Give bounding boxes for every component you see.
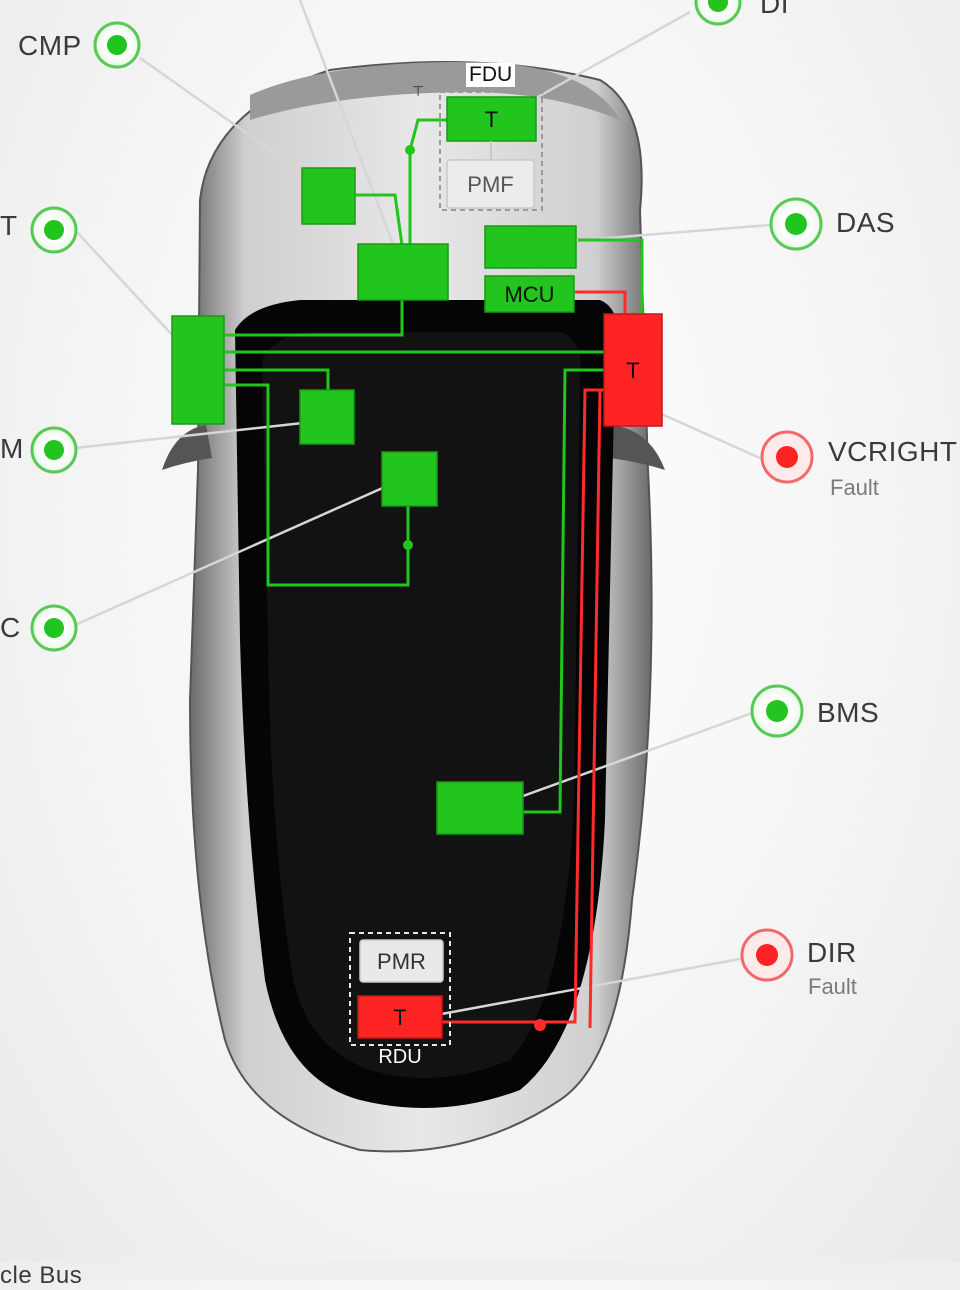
das-label: DAS: [836, 207, 896, 238]
module-das: [484, 225, 577, 269]
bms-status-icon: [750, 684, 804, 738]
cmp-label: CMP: [18, 30, 82, 61]
footer-partial-text: cle Bus: [0, 1262, 83, 1289]
module-left-m: [299, 389, 355, 445]
top-di-label: DI: [760, 0, 789, 19]
dir-status-icon: [740, 928, 794, 982]
leader-lines: [74, 0, 771, 1020]
vcright-t-label: T: [626, 358, 640, 383]
dir-label: DIR: [807, 937, 857, 968]
left-t-label: T: [0, 210, 18, 241]
left-t-status-icon: [30, 206, 78, 254]
rdu-t-label: T: [393, 1005, 407, 1030]
rdu-group-label: RDU: [378, 1046, 422, 1068]
module-center: [357, 243, 449, 301]
module-bms: [436, 781, 524, 835]
rdu-group-frame: [349, 932, 451, 1046]
vcright-status-text: Fault: [830, 475, 879, 500]
fdu-t-label: T: [484, 107, 499, 132]
module-boxes: [171, 96, 663, 1039]
bms-label: BMS: [817, 697, 880, 728]
module-rdu-t: [357, 995, 443, 1039]
fdu-group-frame: [439, 91, 543, 211]
dir-status-text: Fault: [808, 974, 857, 999]
pmr-label: PMR: [377, 949, 426, 974]
cmp-status-icon: [93, 21, 141, 69]
top-di-status-icon: [694, 0, 742, 26]
svg-text:⊤: ⊤: [412, 83, 424, 99]
module-left-c: [381, 451, 438, 507]
left-m-label: M: [0, 433, 24, 464]
module-pmr: [359, 939, 444, 983]
bus-wires-ok: [225, 118, 644, 814]
left-m-status-icon: [30, 426, 78, 474]
vcright-label: VCRIGHT: [828, 436, 958, 467]
module-fdu-t: [446, 96, 537, 142]
module-vcright: [603, 313, 663, 427]
fdu-group-label: FDU: [466, 63, 516, 87]
pmf-label: PMF: [467, 172, 514, 197]
status-indicators: [30, 0, 823, 982]
das-status-icon: [769, 197, 823, 251]
vcright-status-icon: [760, 430, 814, 484]
module-left-t: [171, 315, 225, 425]
module-cmp: [301, 167, 356, 225]
left-c-label: C: [0, 612, 21, 643]
left-c-status-icon: [30, 604, 78, 652]
module-mcu: [484, 275, 575, 313]
mcu-label: MCU: [504, 282, 555, 307]
